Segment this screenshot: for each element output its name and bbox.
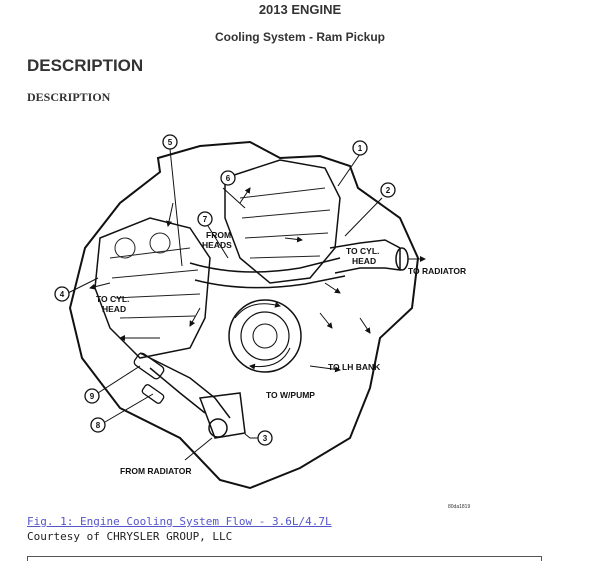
svg-text:6: 6 xyxy=(226,174,231,183)
radiator-inlet xyxy=(208,418,228,438)
image-code: 80da1819 xyxy=(448,504,470,508)
figure-caption-link[interactable]: Fig. 1: Engine Cooling System Flow - 3.6… xyxy=(27,515,332,528)
section-subheading: DESCRIPTION xyxy=(27,90,111,104)
label-to-cyl-head-left-2: HEAD xyxy=(102,304,126,314)
callout-2: 2 xyxy=(380,182,396,198)
label-to-lh-bank: TO LH BANK xyxy=(328,362,381,372)
water-pump xyxy=(228,299,302,373)
svg-text:9: 9 xyxy=(90,392,95,401)
figure-courtesy: Courtesy of CHRYSLER GROUP, LLC xyxy=(27,530,233,543)
left-cylinder-head xyxy=(94,217,211,359)
svg-text:2: 2 xyxy=(386,186,391,195)
label-to-cyl-head-left-1: TO CYL. xyxy=(96,294,129,304)
cooling-system-diagram: 1 2 3 4 5 6 7 8 9 FROM HEADS TO RADIATOR… xyxy=(54,134,470,508)
upper-radiator-hose xyxy=(329,239,401,274)
document-header-engine: 2013 ENGINE xyxy=(258,2,342,17)
callout-1: 1 xyxy=(352,140,368,156)
divider-cap-right xyxy=(541,556,542,561)
callout-6: 6 xyxy=(220,170,236,186)
callout-9: 9 xyxy=(84,388,100,404)
callout-5: 5 xyxy=(162,134,178,150)
label-from-heads-2: HEADS xyxy=(202,240,232,250)
section-heading: DESCRIPTION xyxy=(27,56,144,75)
engine-outline xyxy=(68,140,420,490)
svg-text:8: 8 xyxy=(96,421,101,430)
document-header-section: Cooling System - Ram Pickup xyxy=(214,30,386,44)
callout-8: 8 xyxy=(90,417,106,433)
lower-pipe xyxy=(139,352,231,419)
label-from-heads-1: FROM xyxy=(206,230,231,240)
label-to-cyl-head-right-1: TO CYL. xyxy=(346,246,379,256)
label-from-radiator: FROM RADIATOR xyxy=(120,466,191,476)
label-to-radiator: TO RADIATOR xyxy=(408,266,466,276)
svg-text:1: 1 xyxy=(358,144,363,153)
svg-text:5: 5 xyxy=(168,138,173,147)
section-divider xyxy=(27,556,542,557)
label-to-wpump: TO W/PUMP xyxy=(266,390,315,400)
callout-3: 3 xyxy=(257,430,273,446)
right-cylinder-head xyxy=(224,159,341,284)
svg-text:3: 3 xyxy=(263,434,268,443)
callout-7: 7 xyxy=(197,211,213,227)
svg-text:4: 4 xyxy=(60,290,65,299)
divider-cap-left xyxy=(27,556,28,561)
label-to-cyl-head-right-2: HEAD xyxy=(352,256,376,266)
svg-text:7: 7 xyxy=(203,215,208,224)
callout-4: 4 xyxy=(54,286,70,302)
